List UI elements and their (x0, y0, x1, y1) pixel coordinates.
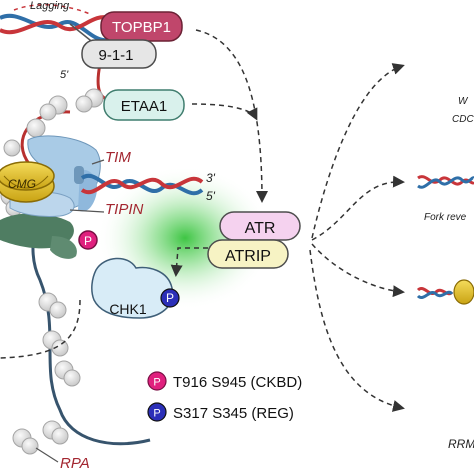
phospho-marker-pink-label: P (84, 234, 92, 248)
chk1-label: CHK1 (109, 301, 147, 317)
five-prime-top-label: 5' (60, 69, 69, 81)
dashed-arrows (0, 29, 405, 412)
legend-badge-pink (147, 371, 167, 391)
tipin-label: TIPIN (105, 201, 144, 218)
tipin-pointer (69, 209, 105, 213)
chk1-blob (91, 257, 174, 319)
rpa-label: RPA (60, 455, 90, 472)
legend-badge-blue (147, 402, 167, 422)
tim-pointer (91, 159, 105, 165)
rpa-pointer (35, 447, 59, 463)
outcome-cdc-line1: W (458, 96, 469, 107)
phospho-marker-pink (78, 230, 98, 250)
fork-reversal-dna (417, 175, 474, 189)
legend-text-ckbd: T916 S945 (CKBD) (173, 374, 302, 391)
legend-item-ckbd: P T916 S945 (CKBD) (147, 371, 302, 391)
cmg-label: CMG (8, 177, 36, 191)
legend-text-reg: S317 S345 (REG) (173, 405, 294, 422)
legend-badge-pink-label: P (153, 377, 160, 389)
phospho-marker-blue-label: P (166, 291, 174, 305)
outcome-cmg-dna (416, 279, 474, 305)
phospho-marker-blue (160, 288, 180, 308)
legend: P T916 S945 (CKBD) P S317 S345 (REG) (147, 371, 302, 422)
tim-label: TIM (105, 149, 131, 166)
legend-item-reg: P S317 S345 (REG) (147, 402, 294, 422)
outcome-rrm-label: RRM (448, 437, 474, 451)
atrip-box (207, 239, 289, 269)
leading-dna (80, 173, 204, 196)
five-prime-mid-label: 5' (206, 189, 216, 203)
etaa1-box (103, 89, 185, 121)
legend-badge-blue-label: P (153, 408, 160, 420)
lagging-label: Lagging (30, 0, 70, 12)
nine-one-one-box (81, 39, 157, 69)
three-prime-label: 3' (206, 171, 216, 185)
outcome-cdc-line2: CDC (452, 114, 474, 125)
cmg-helicase (0, 161, 55, 203)
topbp1-label: TOPBP1 (112, 19, 171, 36)
atrip-label: ATRIP (225, 248, 271, 265)
fork-reversal-label: Fork reve (424, 212, 467, 223)
nine-one-one-label: 9-1-1 (98, 47, 133, 64)
etaa1-label: ETAA1 (121, 98, 167, 115)
atr-label: ATR (245, 220, 276, 237)
green-complex (0, 213, 77, 259)
